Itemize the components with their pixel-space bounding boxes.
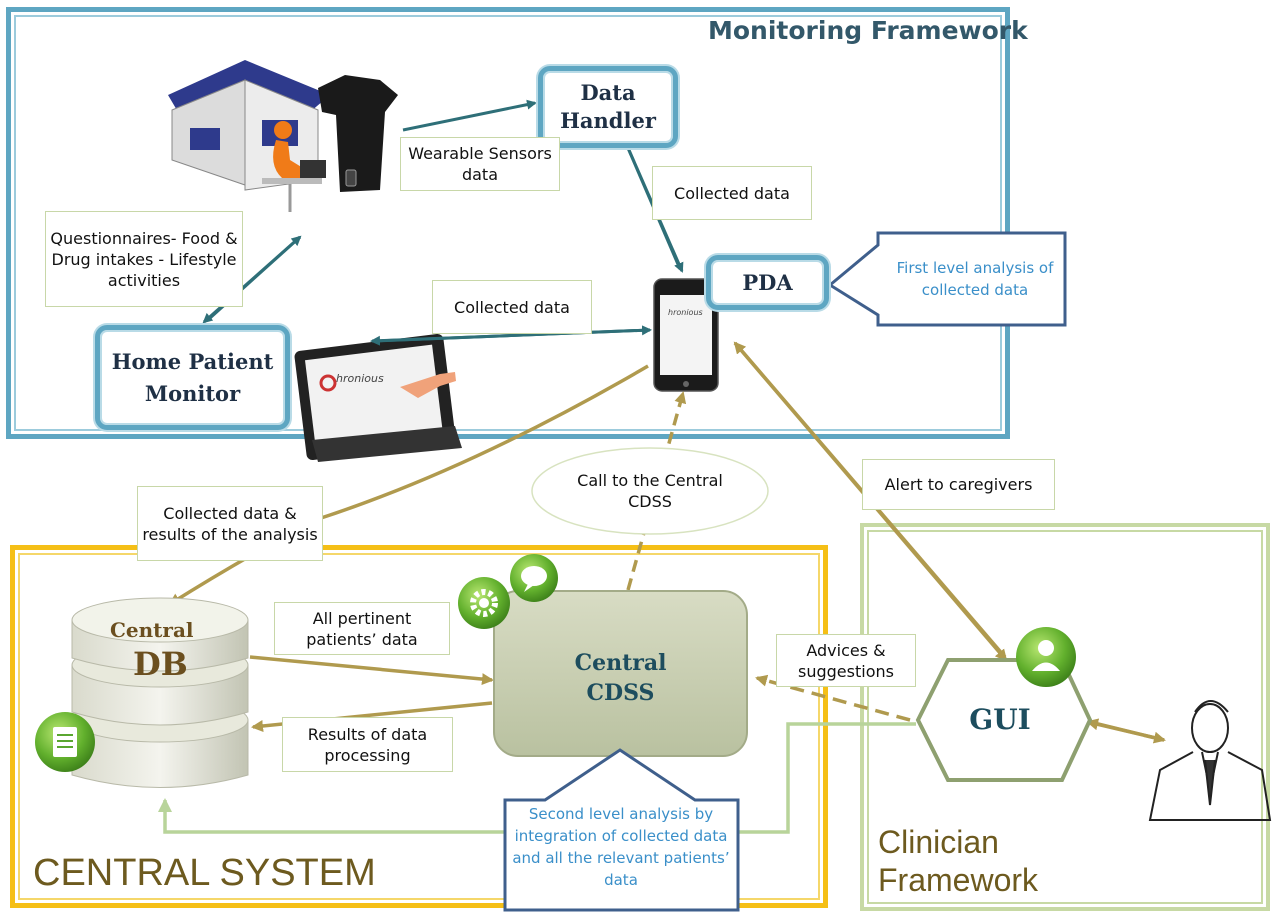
monitoring-framework-title: Monitoring Framework — [708, 16, 1028, 45]
alert-caregivers-note: Alert to caregivers — [862, 459, 1055, 510]
first-level-callout-text: First level analysis of collected data — [896, 259, 1054, 299]
monitor-icon — [294, 333, 462, 462]
user-icon — [1016, 627, 1076, 687]
collected-data-note-mid: Collected data — [432, 280, 592, 334]
second-level-callout-shape — [503, 748, 740, 912]
gui-shape — [915, 658, 1093, 782]
db-label-main: DB — [133, 645, 188, 683]
collected-results-note: Collected data & results of the analysis — [137, 486, 323, 561]
collected-data-note-top: Collected data — [652, 166, 812, 220]
patient-figure-icon — [262, 121, 326, 212]
second-level-callout-text: Second level analysis by integration of … — [512, 805, 730, 889]
data-handler-node: Data Handler — [538, 66, 678, 148]
wearable-sensors-note: Wearable Sensors data — [400, 137, 560, 191]
first-level-callout-shape — [827, 231, 1067, 327]
clinician-title-line2: Framework — [878, 862, 1039, 898]
home-monitor-line1: Home Patient — [111, 348, 274, 374]
call-cdss-ellipse — [531, 447, 769, 535]
home-patient-monitor-node: Home Patient Monitor — [95, 325, 290, 430]
cdss-label-line1: Central — [574, 650, 667, 676]
phone-screen-logo: hronious — [668, 308, 703, 317]
cdss-label-line2: CDSS — [586, 680, 655, 706]
clinician-framework-frame — [860, 523, 1270, 911]
central-system-frame — [10, 545, 828, 908]
cdss-label: Central CDSS — [494, 648, 747, 708]
gui-label: GUI — [969, 703, 1031, 736]
monitoring-framework-frame — [6, 7, 1010, 439]
clinician-title-line1: Clinician — [878, 824, 999, 860]
shirt-sensor-icon — [318, 75, 398, 192]
data-handler-line1: Data — [580, 80, 636, 105]
advices-note: Advices & suggestions — [776, 634, 916, 687]
data-handler-line2: Handler — [560, 108, 656, 133]
gear-icon — [458, 577, 510, 629]
database-icon — [71, 597, 249, 788]
questionnaires-note: Questionnaires- Food & Drug intakes - Li… — [45, 211, 243, 307]
monitor-screen-logo: hronious — [336, 372, 384, 385]
phone-icon — [653, 278, 719, 392]
call-cdss-label: Call to the Central CDSS — [577, 471, 723, 511]
hand-icon — [400, 372, 456, 398]
results-processing-note: Results of data processing — [282, 717, 453, 772]
clinician-framework-title: Clinician Framework — [878, 823, 1038, 899]
home-monitor-line2: Monitor — [144, 380, 241, 406]
document-icon — [35, 712, 95, 772]
pertinent-data-note: All pertinent patients’ data — [274, 602, 450, 655]
chat-bubble-icon — [510, 554, 558, 602]
central-system-title: CENTRAL SYSTEM — [33, 852, 376, 894]
pda-node: PDA — [706, 255, 829, 310]
db-label-top: Central — [110, 618, 194, 642]
doctor-icon — [1148, 700, 1272, 821]
